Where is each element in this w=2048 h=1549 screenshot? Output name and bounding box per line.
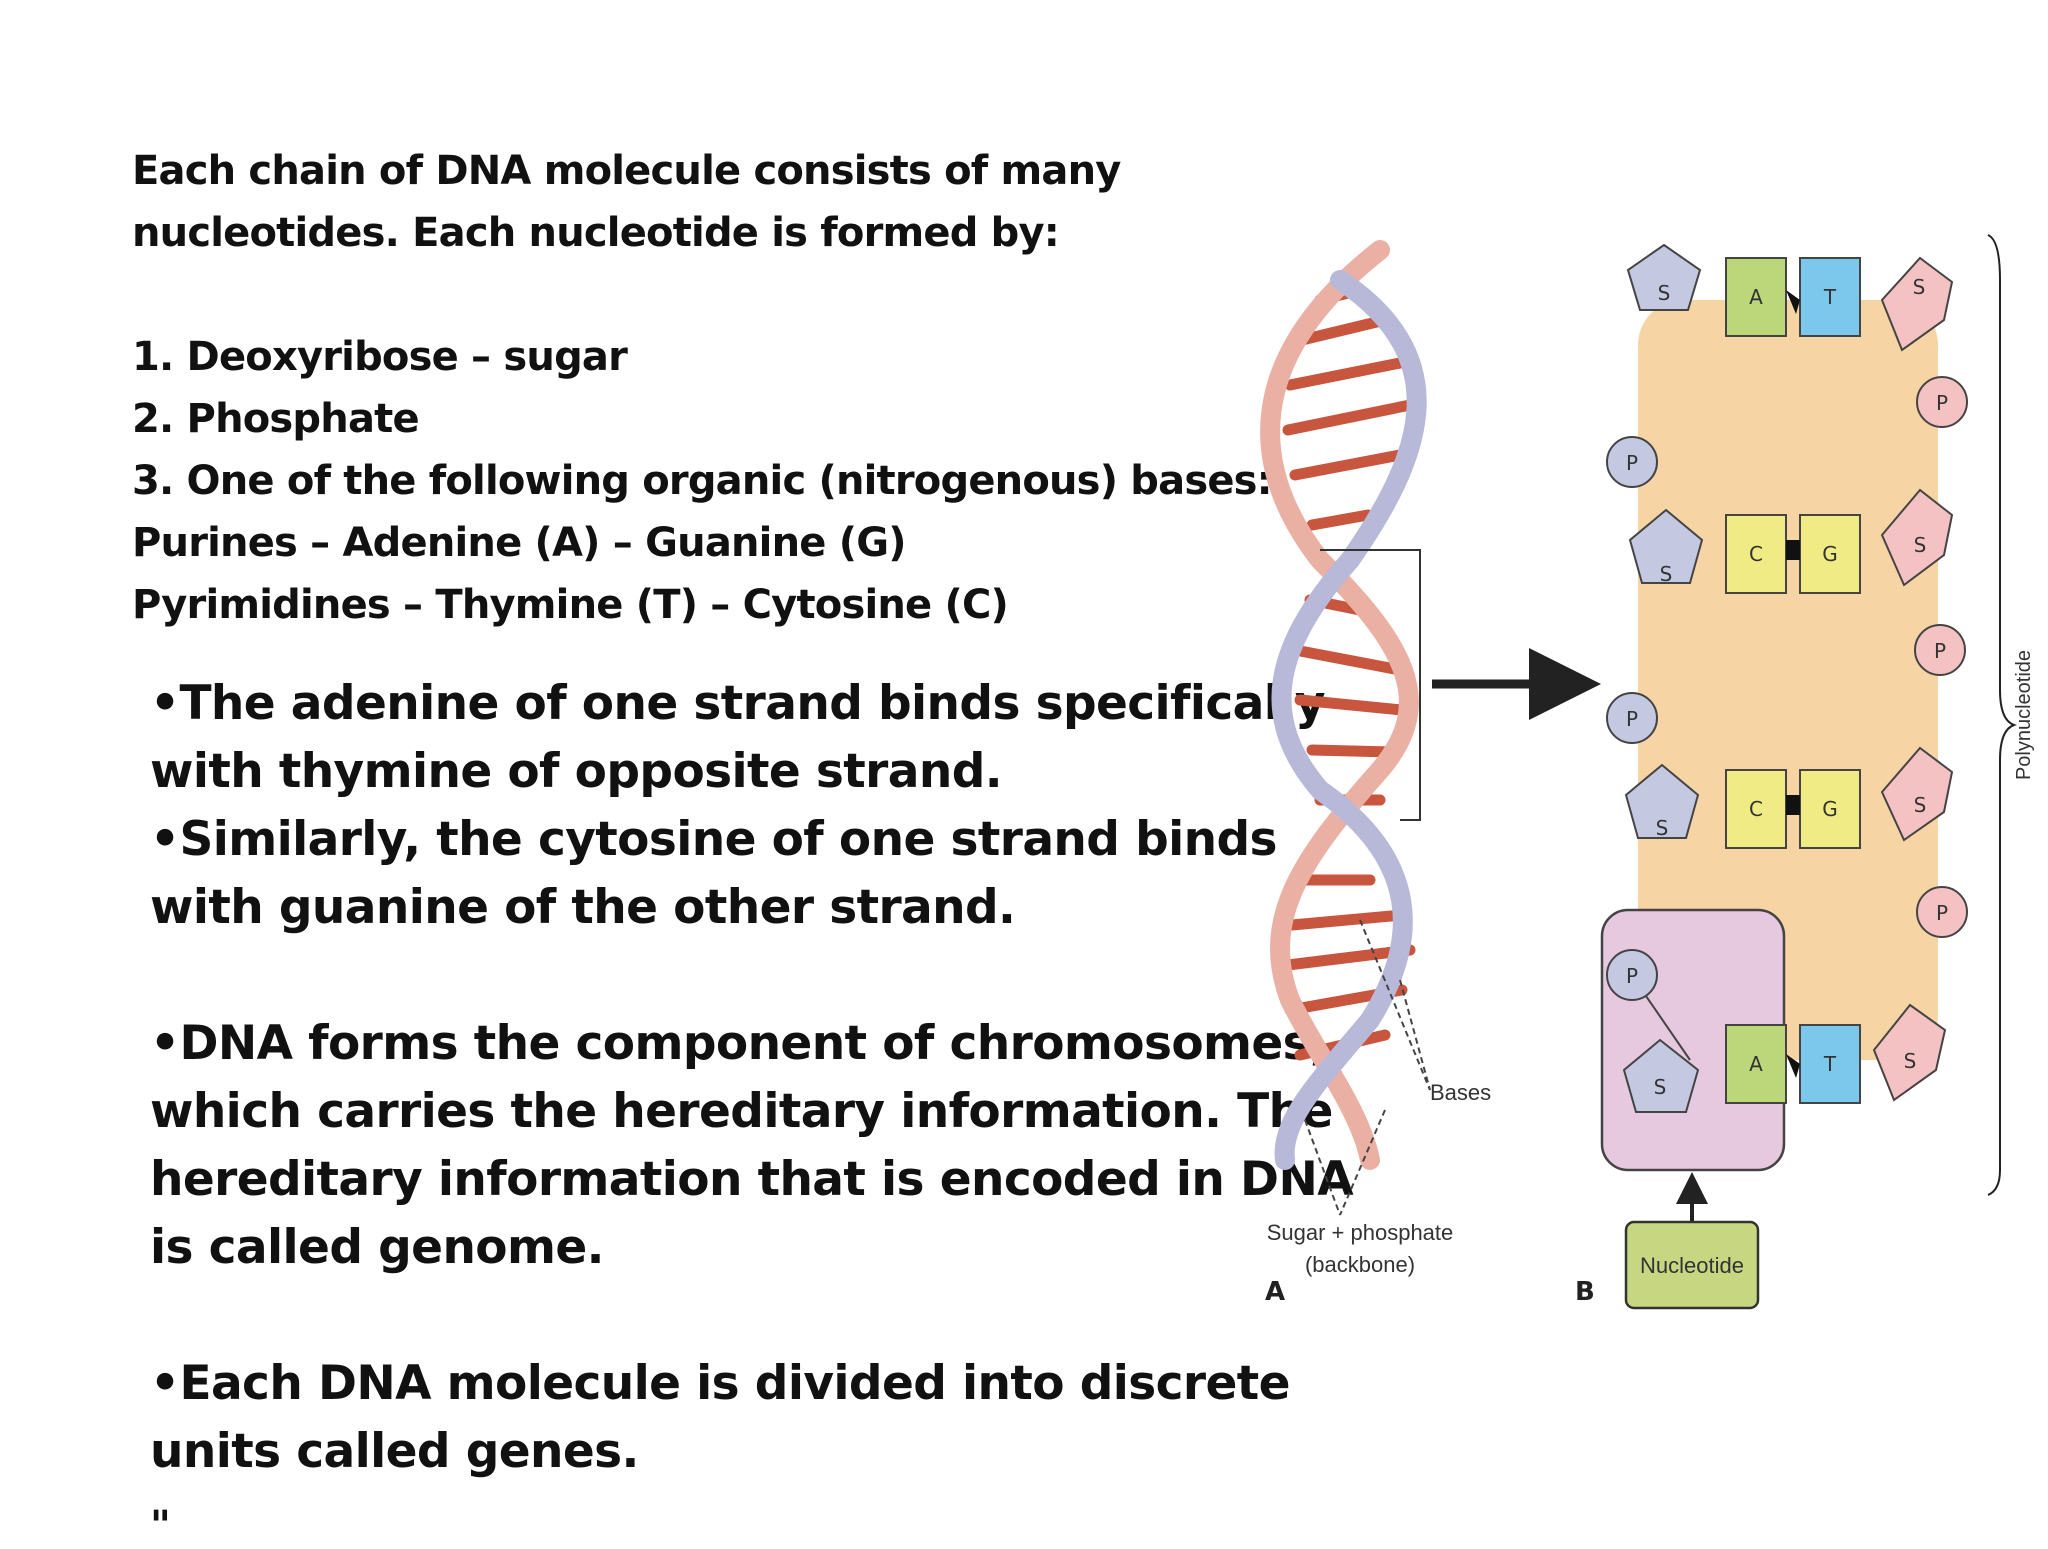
bases-label: Bases bbox=[1430, 1080, 1491, 1105]
phosphate-r1 bbox=[1916, 376, 1968, 428]
base-a-1 bbox=[1725, 257, 1787, 337]
polynucleotide-brace bbox=[1987, 234, 2017, 1196]
backbone-leader-1 bbox=[1304, 1119, 1341, 1216]
sugar-shape-l2 bbox=[1628, 508, 1704, 584]
sugar-label-r2: S bbox=[1914, 533, 1927, 557]
component-phosphate: 2. Phosphate bbox=[132, 396, 420, 442]
bond-3 bbox=[1786, 795, 1800, 815]
sugar-shape-l3 bbox=[1624, 763, 1700, 839]
phosphate-label-l2: P bbox=[1626, 707, 1638, 731]
base-c-1-label: C bbox=[1749, 542, 1763, 566]
sugar-shape-r2 bbox=[1880, 488, 1954, 587]
phosphate-l3 bbox=[1606, 949, 1658, 1001]
base-pairs: A T C G C G A T bbox=[1725, 257, 1861, 1104]
phosphate-label-l1: P bbox=[1626, 451, 1638, 475]
bullet-1-line-2: with thymine of opposite strand. bbox=[150, 744, 1003, 799]
phosphate-label-l3: P bbox=[1626, 964, 1638, 988]
pyrimidines-line: Pyrimidines – Thymine (T) – Cytosine (C) bbox=[132, 582, 1009, 628]
phosphate-label-r1: P bbox=[1936, 391, 1948, 415]
sugar-label-r4: S bbox=[1904, 1049, 1917, 1073]
bullet-3-line-1: •DNA forms the component of chromosomes, bbox=[150, 1016, 1328, 1071]
component-deoxyribose: 1. Deoxyribose – sugar bbox=[132, 334, 628, 380]
backbone-panel bbox=[1638, 300, 1938, 1060]
phosphate-r2 bbox=[1914, 624, 1966, 676]
bullet-2-line-1: •Similarly, the cytosine of one strand b… bbox=[150, 812, 1278, 867]
bullet-3-line-4: is called genome. bbox=[150, 1220, 605, 1275]
backbone-label-line-1: Sugar + phosphate bbox=[1267, 1220, 1454, 1245]
bases-leader-1 bbox=[1359, 919, 1431, 1091]
intro-text: Each chain of DNA molecule consists of m… bbox=[132, 140, 1282, 636]
polynucleotide-diagram: S P S P S P S A T C G C bbox=[1575, 234, 2035, 1310]
bond-4 bbox=[1786, 1054, 1800, 1078]
bases-leader-2 bbox=[1399, 979, 1431, 1091]
base-c-2-label: C bbox=[1749, 797, 1763, 821]
bullet-list: •The adenine of one strand binds specifi… bbox=[150, 670, 1354, 1486]
phosphate-r3 bbox=[1916, 886, 1968, 938]
sugar-shape-l4 bbox=[1622, 1038, 1700, 1113]
backbone-leader-2 bbox=[1339, 1109, 1386, 1216]
sugar-shape-r3 bbox=[1880, 746, 1954, 842]
backbone-label-line-2: (backbone) bbox=[1305, 1252, 1415, 1277]
base-a-1-label: A bbox=[1749, 285, 1763, 309]
sugar-shape-r4 bbox=[1872, 1003, 1947, 1102]
purines-line: Purines – Adenine (A) – Guanine (G) bbox=[132, 520, 907, 566]
base-c-2 bbox=[1725, 769, 1787, 849]
left-strand: S P S P S P S bbox=[1606, 243, 1704, 1113]
stray-mark: " bbox=[150, 1503, 171, 1549]
base-a-2 bbox=[1725, 1024, 1787, 1104]
phosphate-l2 bbox=[1606, 692, 1658, 744]
bullet-3-line-2: which carries the hereditary information… bbox=[150, 1084, 1333, 1139]
helix-strand-pink bbox=[1260, 240, 1419, 1170]
nucleotide-label: Nucleotide bbox=[1640, 1253, 1744, 1278]
bond-2 bbox=[1786, 540, 1800, 560]
sugar-label-l4: S bbox=[1654, 1075, 1667, 1099]
bullet-1-line-1: •The adenine of one strand binds specifi… bbox=[150, 676, 1325, 731]
phosphate-l1 bbox=[1606, 436, 1658, 488]
base-t-1 bbox=[1799, 257, 1861, 337]
sugar-label-r3: S bbox=[1914, 793, 1927, 817]
component-bases: 3. One of the following organic (nitroge… bbox=[132, 458, 1273, 504]
base-c-1 bbox=[1725, 514, 1787, 594]
sugar-label-l2: S bbox=[1660, 562, 1673, 586]
sugar-shape-l1 bbox=[1626, 243, 1702, 311]
phosphate-label-r3: P bbox=[1936, 901, 1948, 925]
base-t-1-label: T bbox=[1823, 285, 1837, 309]
base-a-2-label: A bbox=[1749, 1052, 1763, 1076]
double-helix-diagram: Bases Sugar + phosphate (backbone) A bbox=[1260, 240, 1491, 1307]
nucleotide-bond-pb bbox=[1645, 995, 1691, 1061]
intro-line-2: nucleotides. Each nucleotide is formed b… bbox=[132, 210, 1060, 256]
nucleotide-box bbox=[1624, 1220, 1760, 1310]
base-g-1 bbox=[1799, 514, 1861, 594]
sugar-shape-r1 bbox=[1880, 256, 1954, 352]
helix-strand-blue bbox=[1271, 270, 1427, 1170]
phosphate-label-r2: P bbox=[1934, 639, 1946, 663]
base-g-1-label: G bbox=[1822, 542, 1838, 566]
bullet-3-line-3: hereditary information that is encoded i… bbox=[150, 1152, 1354, 1207]
base-g-2-label: G bbox=[1822, 797, 1838, 821]
base-t-2-label: T bbox=[1823, 1052, 1837, 1076]
dna-structure-figure: Bases Sugar + phosphate (backbone) A S P… bbox=[1260, 234, 2035, 1310]
bullet-2-line-2: with guanine of the other strand. bbox=[150, 880, 1016, 935]
panel-a-label: A bbox=[1265, 1277, 1285, 1307]
panel-b-label: B bbox=[1575, 1277, 1595, 1307]
bullet-4-line-2: units called genes. bbox=[150, 1424, 639, 1479]
base-g-2 bbox=[1799, 769, 1861, 849]
right-strand: S P S P S P S bbox=[1872, 256, 1968, 1102]
intro-line-1: Each chain of DNA molecule consists of m… bbox=[132, 148, 1121, 194]
polynucleotide-label: Polynucleotide bbox=[2013, 650, 2035, 780]
zoom-bracket bbox=[1320, 549, 1421, 821]
bond-1 bbox=[1786, 290, 1800, 314]
sugar-label-l1: S bbox=[1658, 281, 1671, 305]
sugar-label-r1: S bbox=[1913, 275, 1926, 299]
sugar-label-l3: S bbox=[1656, 816, 1669, 840]
bullet-4-line-1: •Each DNA molecule is divided into discr… bbox=[150, 1356, 1291, 1411]
